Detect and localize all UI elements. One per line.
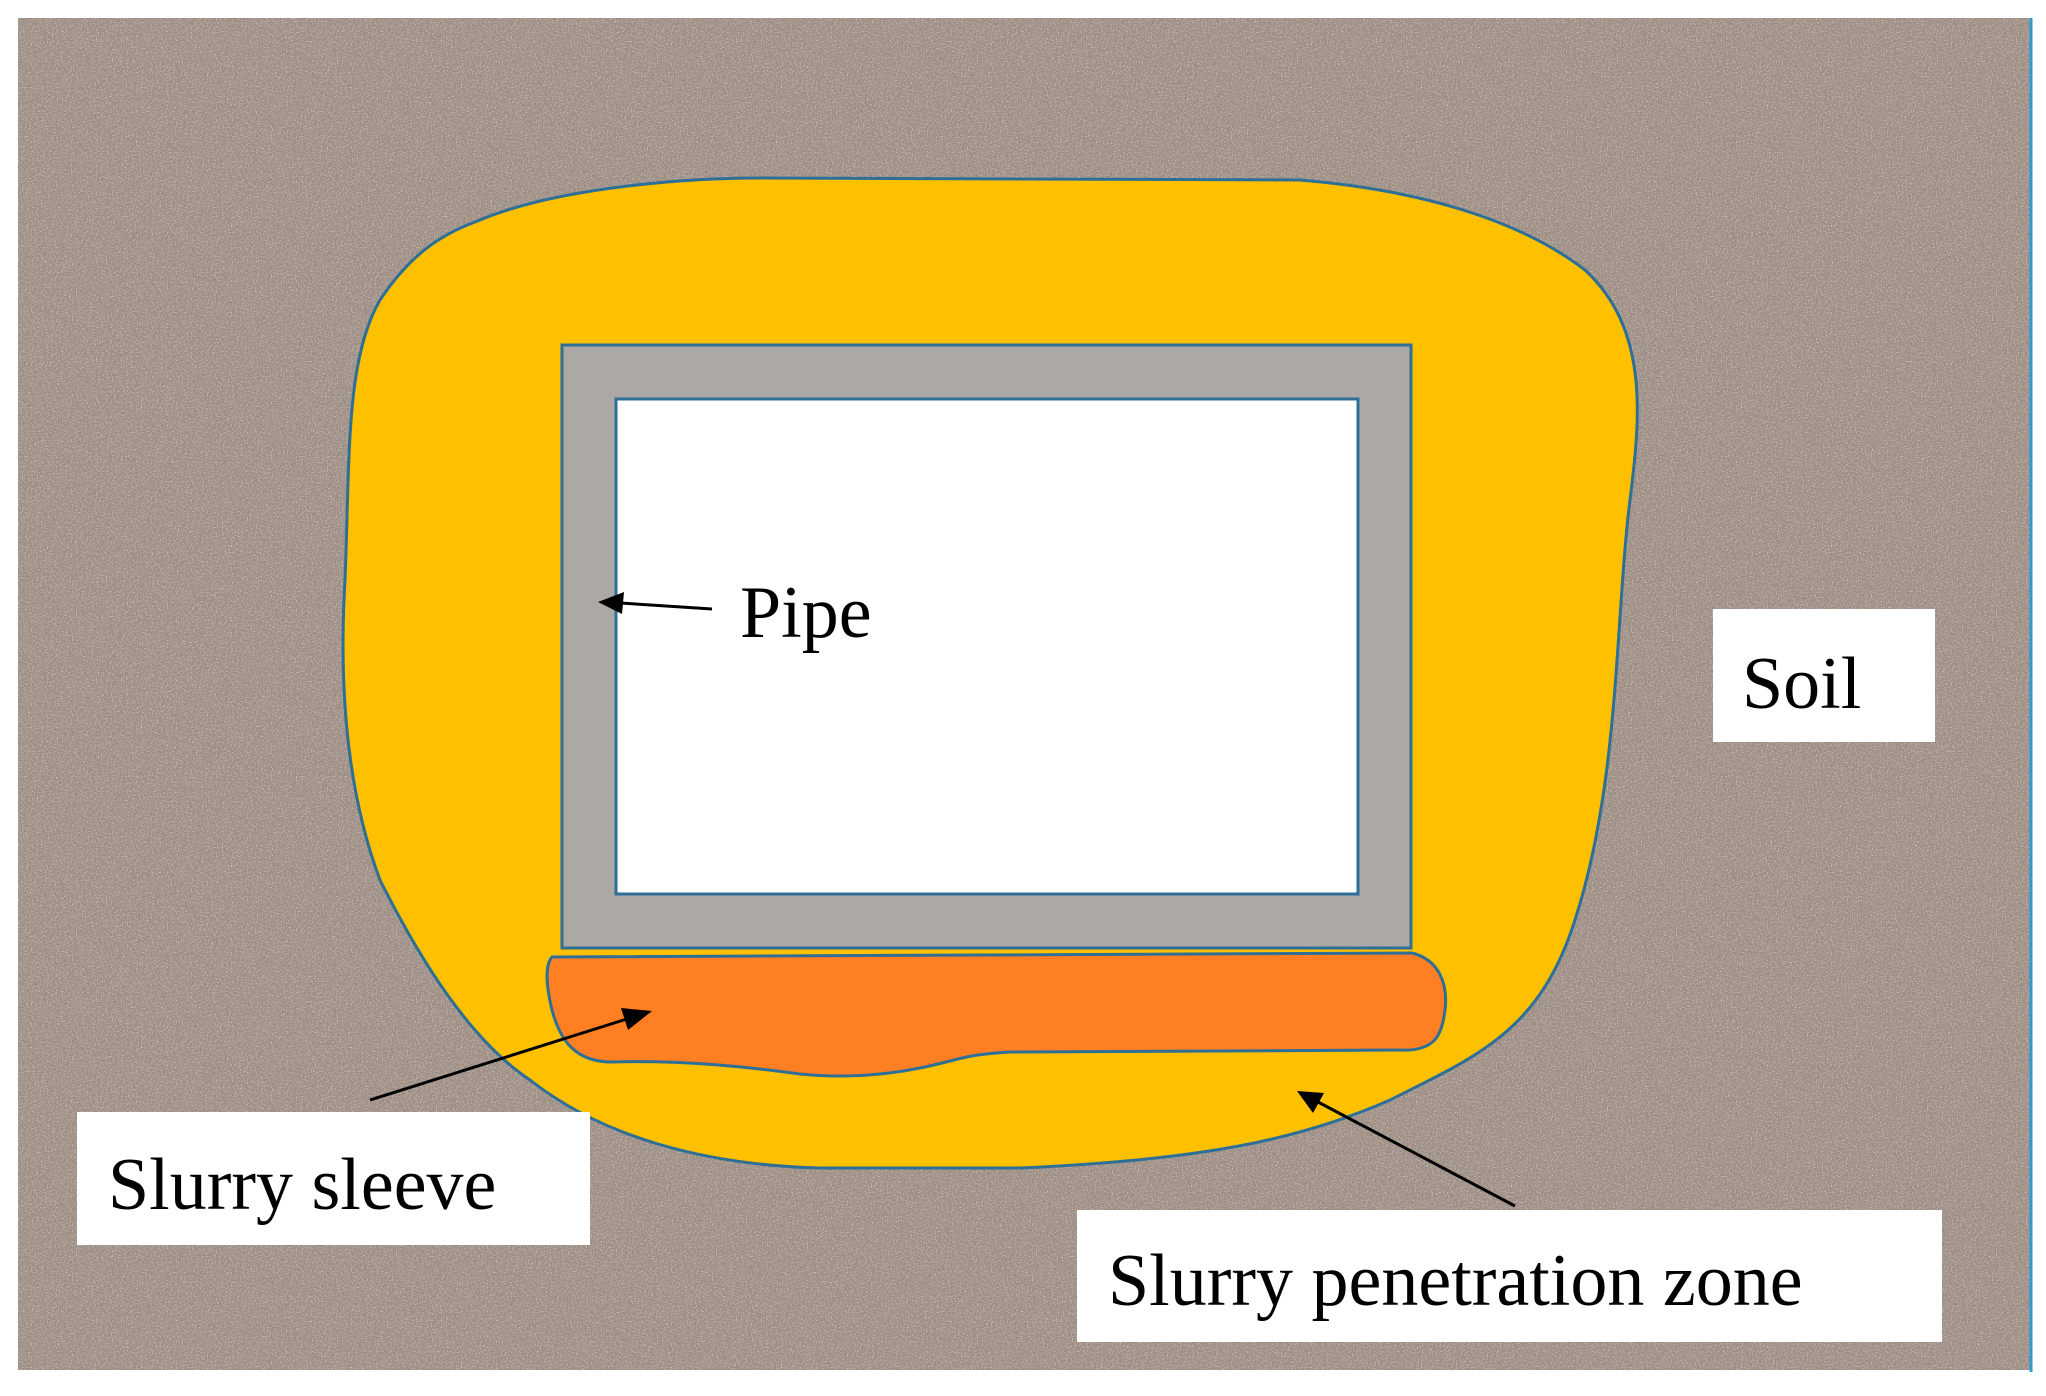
pipe-interior	[614, 397, 1360, 896]
slurry-sleeve-arrow	[369, 1008, 652, 1102]
pipe-arrow	[598, 592, 713, 614]
slurry-sleeve-label-box: Slurry sleeve	[77, 1112, 590, 1245]
pipe-label: Pipe	[740, 572, 872, 654]
slurry-penetration-zone-label: Slurry penetration zone	[1108, 1240, 1803, 1322]
penetration-zone-arrow	[1297, 1091, 1516, 1208]
slurry-penetration-zone-label-box: Slurry penetration zone	[1077, 1210, 1942, 1342]
soil-label: Soil	[1742, 643, 1861, 725]
soil-label-box: Soil	[1713, 609, 1935, 742]
slurry-sleeve-label: Slurry sleeve	[108, 1144, 496, 1226]
